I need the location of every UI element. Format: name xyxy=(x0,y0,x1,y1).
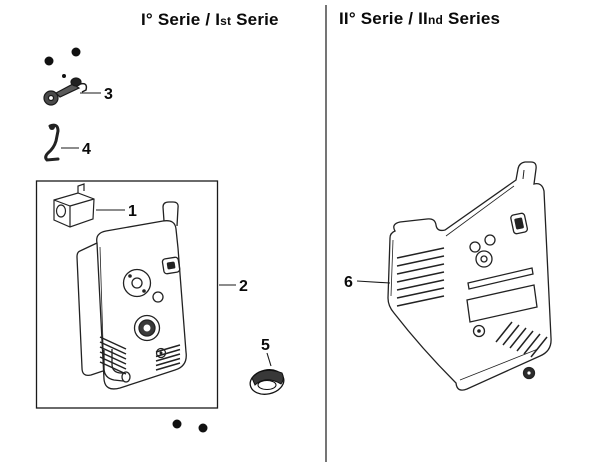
part-5-drawing xyxy=(249,369,285,395)
part-3-drawing xyxy=(43,74,88,106)
left-section-title: I° Serie / Ist Serie xyxy=(141,10,279,30)
callout-3: 3 xyxy=(104,86,113,103)
right-section-title: II° Serie / IInd Series xyxy=(339,9,500,29)
callout-line-5 xyxy=(266,352,272,367)
right-title-prefix: II° Serie / II xyxy=(339,9,428,28)
part-6-drawing xyxy=(387,161,552,391)
callout-2: 2 xyxy=(239,278,248,295)
right-title-suffix: Series xyxy=(443,9,501,28)
left-title-suffix: Serie xyxy=(231,10,279,29)
part-1-drawing xyxy=(53,183,95,228)
callout-5: 5 xyxy=(261,337,270,354)
left-title-prefix: I° Serie / I xyxy=(141,10,221,29)
callout-4: 4 xyxy=(82,141,91,158)
assembly-box xyxy=(35,180,219,409)
callout-6: 6 xyxy=(344,274,353,291)
part-2-drawing xyxy=(76,201,187,390)
callout-line-6 xyxy=(356,280,391,284)
reference-dots xyxy=(44,47,208,433)
left-title-ordinal: st xyxy=(220,14,232,28)
right-title-ordinal: nd xyxy=(427,13,444,27)
part-4-drawing xyxy=(44,123,60,162)
callout-1: 1 xyxy=(128,203,137,220)
